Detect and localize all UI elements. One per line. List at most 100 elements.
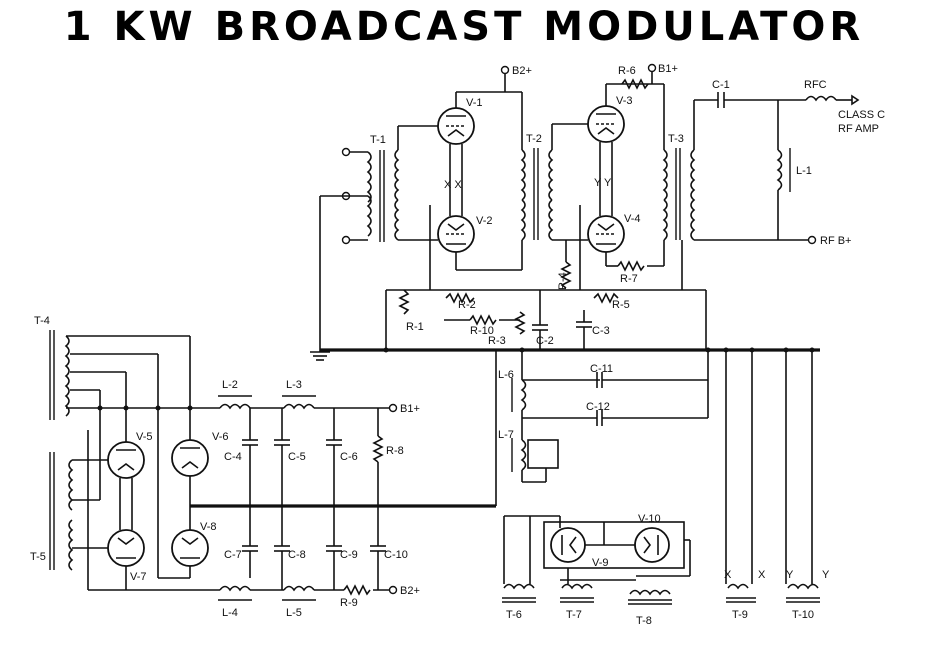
label-b2-bot: B2+: [400, 585, 420, 597]
terminal-rf-b: [807, 235, 817, 245]
label-t9: T-9: [732, 609, 748, 621]
label-v10: V-10: [638, 513, 661, 525]
label-t2: T-2: [526, 133, 542, 145]
inductor-l5: [283, 585, 315, 592]
label-c3: C-3: [592, 325, 610, 337]
label-v1: V-1: [466, 97, 483, 109]
label-rf-amp: RF AMP: [838, 123, 879, 135]
label-v4: V-4: [624, 213, 641, 225]
ground-symbol: [310, 196, 330, 361]
label-l2: L-2: [222, 379, 238, 391]
label-t1: T-1: [370, 134, 386, 146]
label-b1-mid: B1+: [400, 403, 420, 415]
label-c6: C-6: [340, 451, 358, 463]
transformer-t9: [726, 583, 756, 603]
capacitor-c7: [242, 506, 258, 578]
capacitor-c6: [326, 408, 342, 506]
label-l7: L-7: [498, 429, 514, 441]
resistor-r9: [343, 584, 371, 596]
label-t4: T-4: [34, 315, 50, 327]
inductor-l4: [219, 585, 251, 592]
label-c7: C-7: [224, 549, 242, 561]
label-l6: L-6: [498, 369, 514, 381]
output-arrow-icon: [851, 94, 860, 106]
resistor-r4: [560, 261, 572, 289]
transformer-t3: [662, 148, 696, 241]
label-rfc: RFC: [804, 79, 827, 91]
label-c12: C-12: [586, 401, 610, 413]
tube-v8: [171, 529, 209, 567]
label-v5: V-5: [136, 431, 153, 443]
capacitor-c4: [242, 408, 258, 506]
resistor-r5: [593, 292, 619, 304]
resistor-r7: [617, 260, 645, 272]
capacitor-c5: [274, 408, 290, 506]
label-r3: R-3: [488, 335, 506, 347]
inductor-l1: [776, 149, 783, 191]
label-c2: C-2: [536, 335, 554, 347]
capacitor-c10: [370, 506, 386, 590]
resistor-r10: [469, 314, 497, 326]
label-v9: V-9: [592, 557, 609, 569]
label-t6: T-6: [506, 609, 522, 621]
tube-v1: [437, 107, 475, 145]
label-l3: L-3: [286, 379, 302, 391]
transformer-t1: [320, 147, 400, 245]
label-r6: R-6: [618, 65, 636, 77]
label-v8: V-8: [200, 521, 217, 533]
inductor-rfc: [805, 95, 837, 102]
label-c8: C-8: [288, 549, 306, 561]
transformer-t7: [560, 583, 594, 603]
label-c5: C-5: [288, 451, 306, 463]
label-c4: C-4: [224, 451, 242, 463]
label-r5: R-5: [612, 299, 630, 311]
label-t10-y-right: Y: [822, 569, 830, 581]
label-l5: L-5: [286, 607, 302, 619]
label-c1: C-1: [712, 79, 730, 91]
label-t10-y-left: Y: [786, 569, 794, 581]
terminal-b1-mid: [388, 403, 398, 413]
label-l4: L-4: [222, 607, 238, 619]
capacitor-c3: [576, 310, 592, 350]
label-t7: T-7: [566, 609, 582, 621]
label-c11: C-11: [590, 363, 613, 375]
terminal-b2-bot: [388, 585, 398, 595]
label-b2-top: B2+: [512, 65, 532, 77]
l7-winding-box: [527, 439, 559, 469]
label-r4: R-4: [557, 272, 569, 290]
resistor-r3: [514, 311, 526, 335]
transformer-t2: [520, 148, 554, 241]
label-r7: R-7: [620, 273, 638, 285]
label-t10: T-10: [792, 609, 814, 621]
tube-v2: [437, 215, 475, 253]
transformer-t10: [786, 583, 820, 603]
inductor-l2: [219, 403, 251, 410]
capacitor-c8: [274, 506, 290, 590]
label-r8: R-8: [386, 445, 404, 457]
label-r2: R-2: [458, 299, 476, 311]
inductor-l7: [520, 439, 527, 471]
label-xx-v1v2: X X: [444, 179, 462, 191]
label-yy-v3v4: Y Y: [594, 177, 612, 189]
capacitor-c2: [532, 290, 548, 350]
label-r10: R-10: [470, 325, 494, 337]
label-v2: V-2: [476, 215, 493, 227]
transformer-t8: [628, 589, 672, 605]
label-r1: R-1: [406, 321, 424, 333]
tube-v9: [550, 527, 586, 563]
resistor-r2: [445, 292, 475, 304]
label-t9-x-left: X: [724, 569, 732, 581]
tube-v4: [587, 215, 625, 253]
capacitor-c9: [326, 506, 342, 590]
label-v6: V-6: [212, 431, 229, 443]
terminal-b1-top: [647, 63, 657, 73]
label-v7: V-7: [130, 571, 147, 583]
transformer-t6: [502, 583, 536, 603]
label-rf-b: RF B+: [820, 235, 851, 247]
label-r9: R-9: [340, 597, 358, 609]
transformer-t4: [49, 330, 70, 420]
tube-v6: [171, 439, 209, 477]
diagram-title: 1 KW BROADCAST MODULATOR: [63, 4, 865, 50]
tube-v5: [107, 441, 145, 479]
